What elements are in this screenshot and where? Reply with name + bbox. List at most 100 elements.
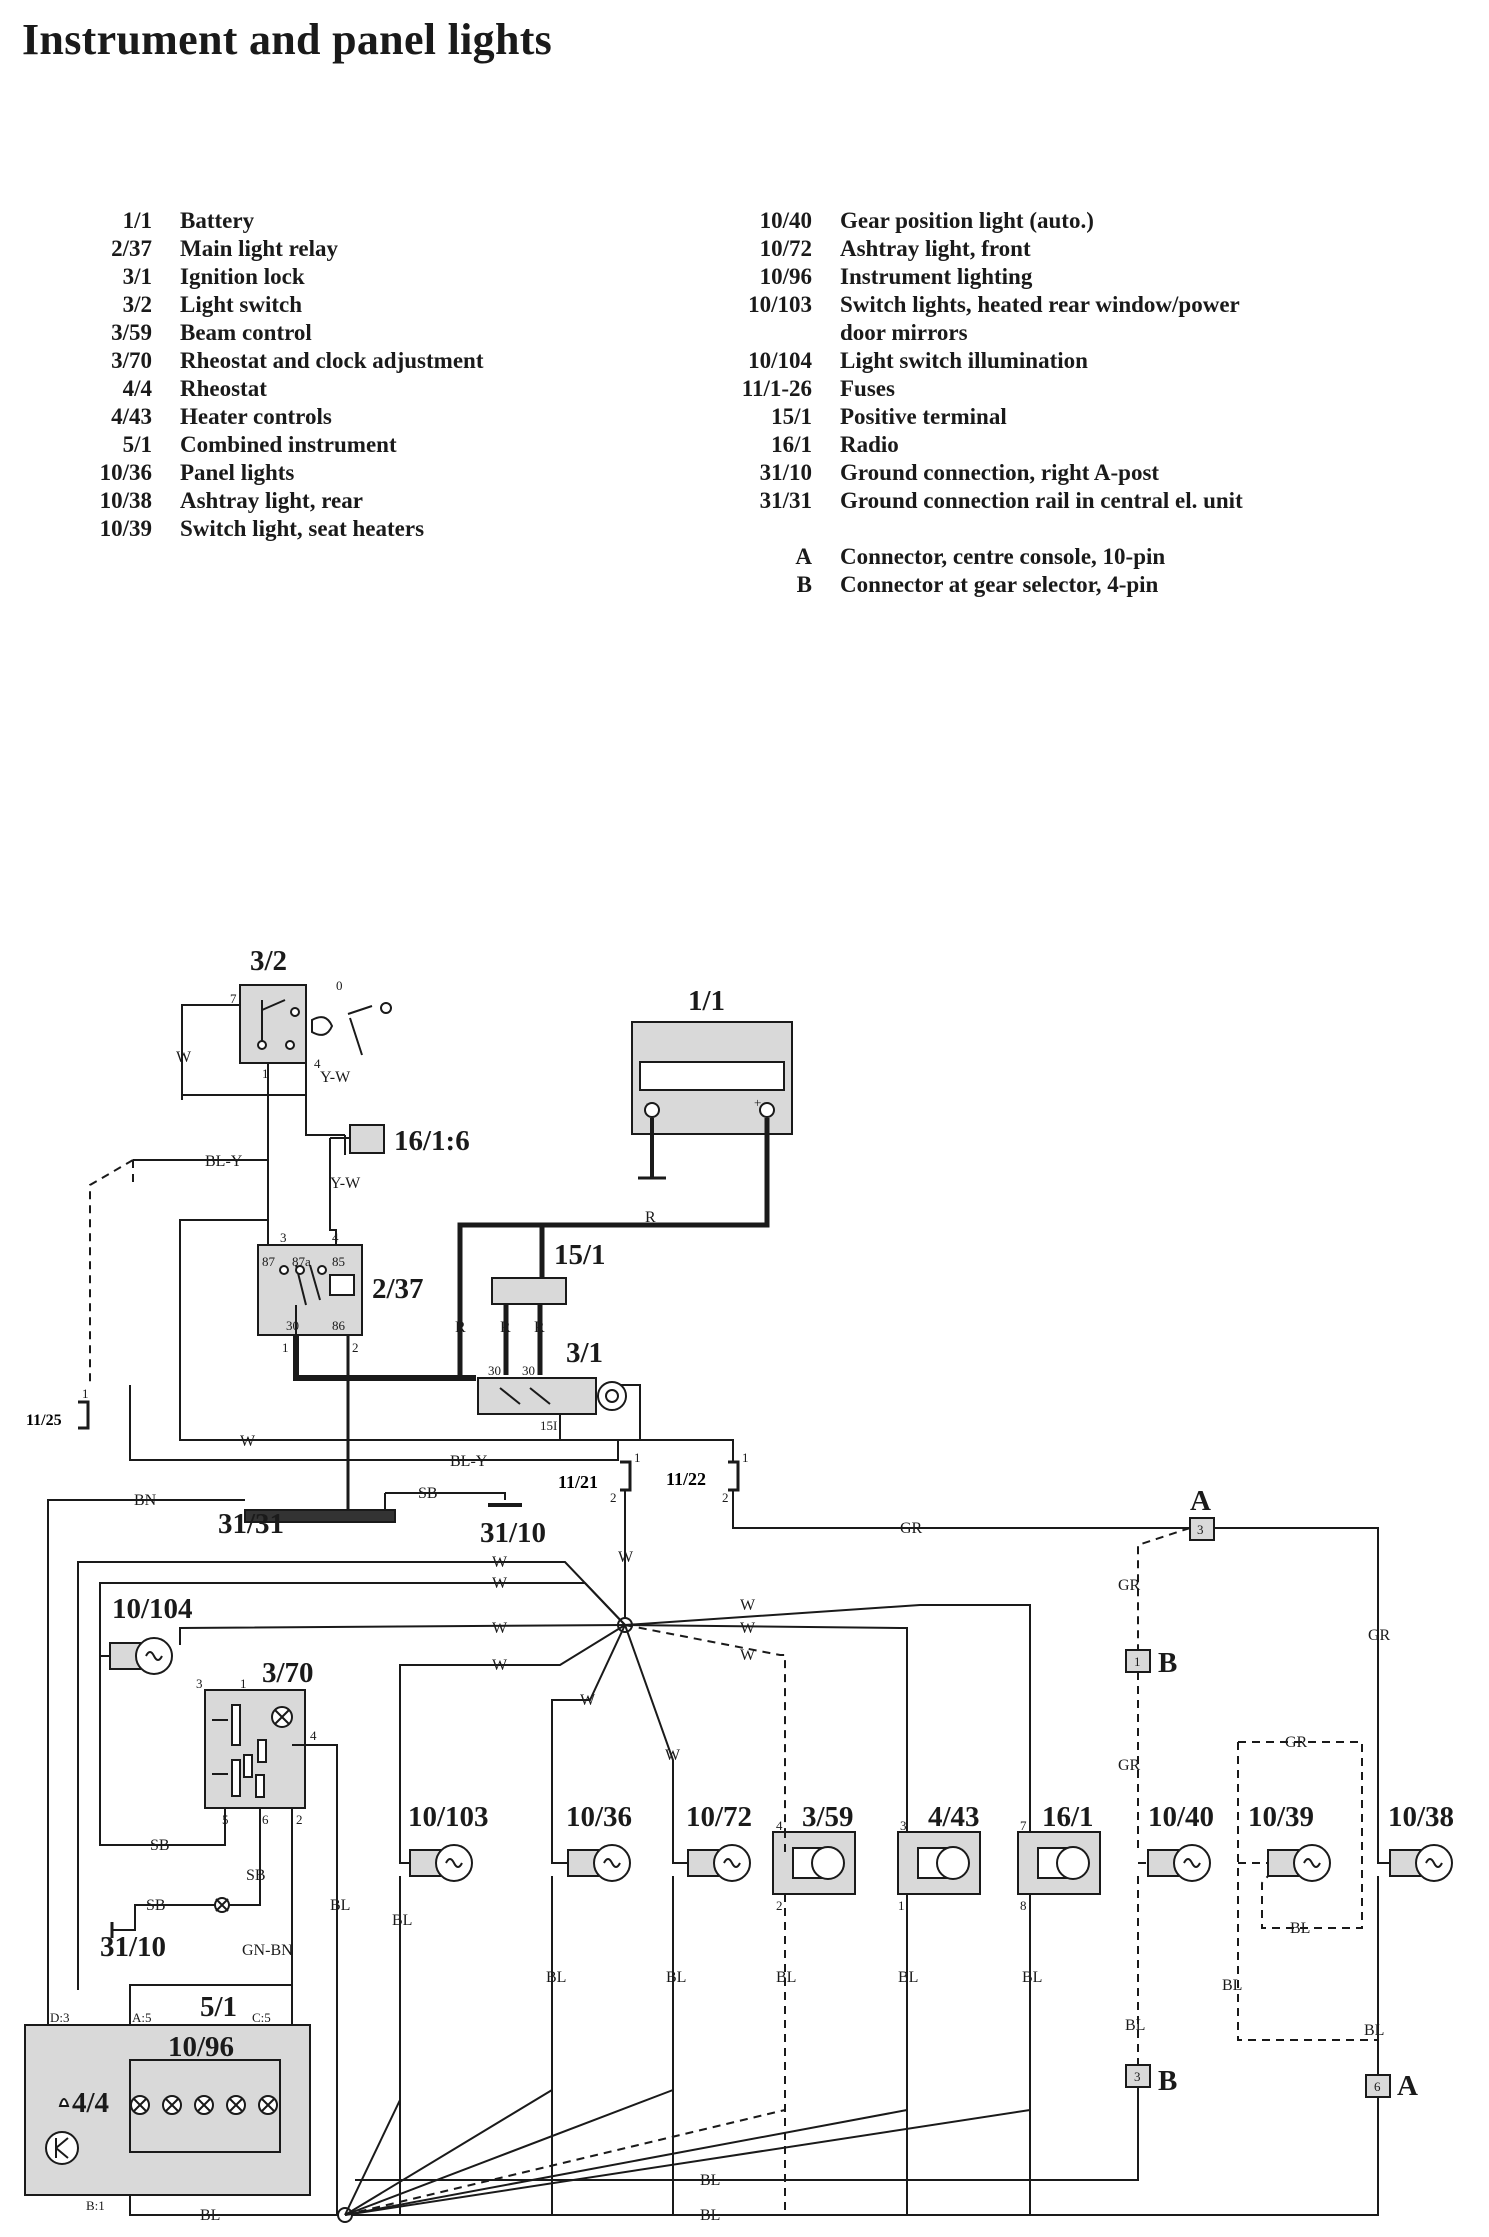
label-31-31: 31/31 bbox=[218, 1508, 284, 1540]
pin-3-70-3: 3 bbox=[196, 1676, 203, 1691]
pin-2-37-86: 86 bbox=[332, 1318, 346, 1333]
fuse-11-25 bbox=[78, 1400, 90, 1430]
heater-controls-4-43 bbox=[897, 1831, 981, 1895]
legend-desc: Ashtray light, front bbox=[840, 236, 1031, 261]
legend-code: 31/31 bbox=[759, 488, 812, 513]
wire-label-bl-1: BL bbox=[1290, 1920, 1310, 1937]
lamp-10-40 bbox=[1147, 1844, 1211, 1882]
legend-desc: Ground connection rail in central el. un… bbox=[840, 488, 1243, 513]
wire-label-bl-11: BL bbox=[1022, 1969, 1042, 1986]
legend-code: 2/37 bbox=[111, 236, 152, 261]
legend-code: 3/70 bbox=[111, 348, 152, 373]
legend-desc: Ashtray light, rear bbox=[180, 488, 363, 513]
legend-code: A bbox=[795, 544, 812, 569]
legend-desc: Panel lights bbox=[180, 460, 295, 485]
legend-code: 4/4 bbox=[122, 376, 152, 401]
legend-code: 10/103 bbox=[748, 292, 812, 317]
wire-label-bl-5: BL bbox=[392, 1912, 412, 1929]
pin-b-3: 3 bbox=[1134, 2069, 1141, 2084]
legend-desc: Rheostat and clock adjustment bbox=[180, 348, 484, 373]
legend-desc: Light switch illumination bbox=[840, 348, 1088, 373]
legend-code: 11/1-26 bbox=[741, 376, 812, 401]
label-31-10-lower: 31/10 bbox=[100, 1931, 166, 1963]
wire-label-r-3: R bbox=[500, 1319, 511, 1336]
pin-5-1-b1: B:1 bbox=[86, 2198, 105, 2213]
wire-label-gr-5: GR bbox=[1285, 1734, 1308, 1751]
wire-label-r-2: R bbox=[455, 1319, 466, 1336]
legend-desc: Main light relay bbox=[180, 236, 339, 261]
radio-16-1 bbox=[1017, 1831, 1101, 1895]
pin-3-2-0: 0 bbox=[336, 978, 343, 993]
wire-label-y-w-2: Y-W bbox=[330, 1175, 361, 1192]
legend-code: 31/10 bbox=[759, 460, 812, 485]
legend-desc: Connector, centre console, 10-pin bbox=[840, 544, 1166, 569]
wire-label-w-2: W bbox=[240, 1433, 256, 1450]
pin-2-37-87: 87 bbox=[262, 1254, 276, 1269]
lamp-10-38 bbox=[1389, 1844, 1453, 1882]
lamp-10-103 bbox=[409, 1844, 473, 1882]
pin-2-37-4: 4 bbox=[332, 1230, 339, 1245]
legend-desc: Radio bbox=[840, 432, 899, 457]
pin-2-37-3: 3 bbox=[280, 1230, 287, 1245]
wire-label-w-3: W bbox=[618, 1549, 634, 1566]
legend-row: 16/1 Radio bbox=[740, 431, 1440, 459]
wire-label-bl-6: BL bbox=[330, 1897, 350, 1914]
pin-3-2-7: 7 bbox=[230, 991, 237, 1006]
wire-label-r-4: R bbox=[534, 1319, 545, 1336]
light-switch-3-2 bbox=[239, 984, 392, 1064]
wire-label-w-4: W bbox=[492, 1554, 508, 1571]
legend-desc: Battery bbox=[180, 208, 255, 233]
pin-2-37-2: 2 bbox=[352, 1340, 359, 1355]
wire-label-bl-14: BL bbox=[200, 2207, 220, 2224]
label-2-37: 2/37 bbox=[372, 1273, 424, 1305]
legend-desc: Beam control bbox=[180, 320, 312, 345]
legend-code: 3/2 bbox=[122, 292, 152, 317]
label-4-43: 4/43 bbox=[928, 1801, 980, 1833]
pin-3-2-1: 1 bbox=[262, 1066, 269, 1081]
positive-terminal-15-1 bbox=[491, 1277, 567, 1305]
pin-16-1-8: 8 bbox=[1020, 1898, 1027, 1913]
legend-code: 16/1 bbox=[771, 432, 812, 457]
wire-label-sb-3: SB bbox=[146, 1897, 166, 1914]
wire-label-w-10: W bbox=[740, 1597, 756, 1614]
wire-label-w-12: W bbox=[740, 1647, 756, 1664]
label-10-39: 10/39 bbox=[1248, 1801, 1314, 1833]
wire-label-bl-3: BL bbox=[1125, 2017, 1145, 2034]
legend-code: 10/39 bbox=[99, 516, 152, 541]
label-10-36: 10/36 bbox=[566, 1801, 632, 1833]
pin-11-22-1: 1 bbox=[742, 1450, 749, 1465]
legend-code: 4/43 bbox=[111, 404, 152, 429]
pin-2-37-1: 1 bbox=[282, 1340, 289, 1355]
pin-4-43-3: 3 bbox=[900, 1818, 907, 1833]
rheostat-clock-3-70 bbox=[204, 1689, 306, 1809]
wire-label-bn: BN bbox=[134, 1492, 157, 1509]
wire-label-gn-bn: GN-BN bbox=[242, 1942, 293, 1959]
pin-3-59-2: 2 bbox=[776, 1898, 783, 1913]
fuse-11-21 bbox=[620, 1460, 632, 1492]
wire-label-w-1: W bbox=[176, 1049, 192, 1066]
pin-b-1: 1 bbox=[1134, 1654, 1141, 1669]
label-10-104: 10/104 bbox=[112, 1593, 193, 1625]
label-3-2: 3/2 bbox=[250, 945, 287, 977]
label-10-96: 10/96 bbox=[168, 2031, 234, 2063]
label-connector-a-bottom: A bbox=[1397, 2070, 1418, 2102]
radio-pin-box bbox=[349, 1124, 385, 1154]
legend-row: 3/70 Rheostat and clock adjustment bbox=[80, 347, 640, 375]
fuse-11-22 bbox=[728, 1460, 740, 1492]
label-16-1: 16/1 bbox=[1042, 1801, 1094, 1833]
pin-11-21-2: 2 bbox=[610, 1490, 617, 1505]
label-11-21: 11/21 bbox=[558, 1472, 598, 1492]
legend-desc: door mirrors bbox=[840, 320, 968, 345]
page-title: Instrument and panel lights bbox=[22, 15, 553, 64]
wire-label-w-9: W bbox=[665, 1747, 681, 1764]
wire-label-bl-y-1: BL-Y bbox=[205, 1153, 243, 1170]
